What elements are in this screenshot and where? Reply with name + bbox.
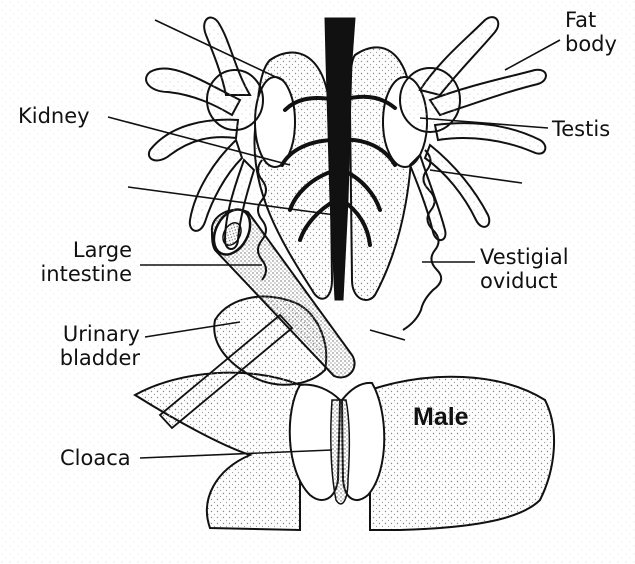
- body-wall-right: [370, 377, 554, 530]
- label-vestigial-oviduct-line2: oviduct: [480, 269, 569, 293]
- label-vestigial-oviduct: Vestigial oviduct: [480, 245, 569, 293]
- label-urinary-bladder: Urinary bladder: [30, 322, 140, 370]
- label-testis: Testis: [552, 117, 610, 141]
- label-fat-body-line1: Fat: [565, 8, 617, 32]
- label-kidney: Kidney: [18, 104, 90, 128]
- label-fat-body-line2: body: [565, 32, 617, 56]
- label-fat-body: Fat body: [565, 8, 617, 56]
- label-urinary-bladder-line2: bladder: [30, 346, 140, 370]
- label-vestigial-oviduct-line1: Vestigial: [480, 245, 569, 269]
- cloaca-opening: [331, 400, 350, 504]
- label-large-intestine: Large intestine: [30, 238, 132, 286]
- label-large-intestine-line2: intestine: [30, 262, 132, 286]
- label-urinary-bladder-line1: Urinary: [30, 322, 140, 346]
- label-large-intestine-line1: Large: [30, 238, 132, 262]
- label-male: Male: [413, 403, 469, 431]
- label-cloaca: Cloaca: [60, 446, 131, 470]
